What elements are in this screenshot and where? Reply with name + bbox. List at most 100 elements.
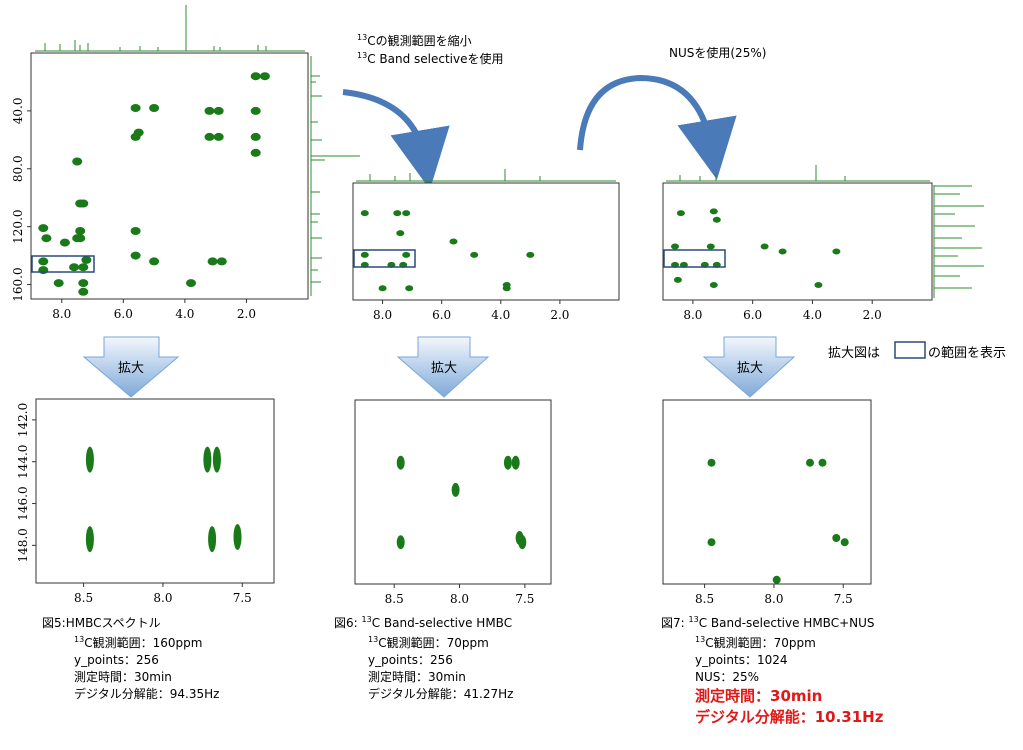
expand-label-2: 拡大 (430, 361, 457, 376)
expand-arrow-2 (396, 336, 490, 398)
x-tick-label: 6.0 (432, 308, 451, 322)
f2-projection-band (356, 169, 616, 182)
fig-title: C Band-selective HMBC (371, 616, 513, 630)
peaks-zoom-hmbc (85, 446, 242, 553)
caption-emphasis-resolution: デジタル分解能：10.31Hz (695, 708, 884, 726)
peak (208, 526, 217, 553)
superscript: 13 (74, 635, 85, 644)
peaks-zoom-nus (707, 458, 849, 584)
x-tick-label: 8.5 (74, 591, 93, 605)
peak (85, 526, 94, 553)
peak (706, 243, 715, 250)
peak (72, 157, 83, 166)
peak (204, 132, 215, 141)
superscript: 13 (368, 635, 379, 644)
peak (233, 524, 242, 550)
peak (393, 210, 402, 217)
peak (85, 446, 94, 473)
caption-line: デジタル分解能：94.35Hz (74, 687, 220, 701)
fig-title: C Band-selective HMBC+NUS (698, 616, 875, 630)
peak (212, 446, 221, 473)
peak (709, 208, 718, 215)
x-tick-label: 8.5 (695, 592, 714, 606)
fig-number: 図7: (661, 616, 689, 630)
x-tick-label: 7.5 (515, 592, 534, 606)
arrow1-annotation-line2: 13C Band selectiveを使用 (357, 50, 503, 67)
peak (250, 132, 261, 141)
curved-arrow-2 (577, 74, 737, 180)
expand-label-1: 拡大 (117, 361, 144, 376)
x-tick-label: 8.0 (683, 308, 702, 322)
peak (69, 263, 80, 272)
x-tick-label: 8.0 (764, 592, 783, 606)
superscript: 13 (357, 51, 368, 60)
peak (59, 238, 70, 247)
peak (518, 535, 527, 550)
f1-projection (310, 56, 360, 296)
peak (760, 243, 769, 250)
caption-line: デジタル分解能：41.27Hz (368, 687, 514, 701)
legend-box-sample (894, 341, 926, 359)
caption-line: 測定時間：30min (74, 670, 172, 684)
x-tick-label: 2.0 (237, 307, 256, 321)
peak (53, 279, 64, 288)
peak (712, 216, 721, 223)
f2-projection-nus (666, 165, 930, 182)
caption-title: 図7: 13C Band-selective HMBC+NUS (661, 614, 883, 631)
peak (250, 72, 261, 81)
caption-line: y_points：256 (368, 653, 453, 667)
legend-suffix: の範囲を表示 (928, 346, 1007, 361)
peak (38, 266, 49, 275)
peak (378, 285, 387, 292)
peak (78, 263, 89, 272)
peak (707, 458, 716, 467)
peak (81, 255, 92, 264)
peak (203, 446, 212, 473)
peak (526, 251, 535, 258)
x-tick-label: 4.0 (803, 308, 822, 322)
x-tick-label: 2.0 (863, 308, 882, 322)
x-ticks-zoom-nus: 8.5 8.0 7.5 (695, 584, 853, 606)
fig-title: HMBCスペクトル (65, 616, 161, 630)
peak (832, 248, 841, 255)
annotation-text: C Band selectiveを使用 (367, 52, 504, 66)
caption-text: C観測範囲：160ppm (84, 636, 203, 650)
peak (259, 72, 270, 81)
peak (396, 535, 405, 550)
peak (502, 285, 511, 292)
peak (360, 210, 369, 217)
peak (78, 279, 89, 288)
peak (470, 251, 479, 258)
peak (186, 279, 196, 288)
caption-line: 13C観測範囲：160ppm (74, 631, 219, 652)
caption-fig5: 図5:HMBCスペクトル 13C観測範囲：160ppm y_points：256… (42, 614, 219, 703)
peaks-band-selective-nus (671, 208, 841, 288)
peak (676, 210, 685, 217)
peak (709, 282, 718, 288)
x-tick-label: 8.5 (385, 592, 404, 606)
caption-title: 図5:HMBCスペクトル (42, 614, 219, 631)
superscript: 13 (361, 615, 372, 624)
peak (449, 238, 458, 245)
peak (207, 257, 218, 266)
peak (130, 132, 141, 141)
caption-text: C観測範囲：70ppm (705, 636, 816, 650)
superscript: 13 (688, 615, 699, 624)
annotation-text: Cの観測範囲を縮小 (367, 34, 472, 48)
legend-prefix: 拡大図は (828, 346, 881, 361)
caption-fig6: 図6: 13C Band-selective HMBC 13C観測範囲：70pp… (334, 614, 513, 703)
f1-projection-nus (933, 185, 984, 298)
peak (130, 227, 141, 235)
x-tick-label: 7.5 (834, 592, 853, 606)
peak (130, 251, 141, 260)
zoom-region-box (353, 249, 416, 268)
x-tick-label: 7.5 (233, 591, 252, 605)
